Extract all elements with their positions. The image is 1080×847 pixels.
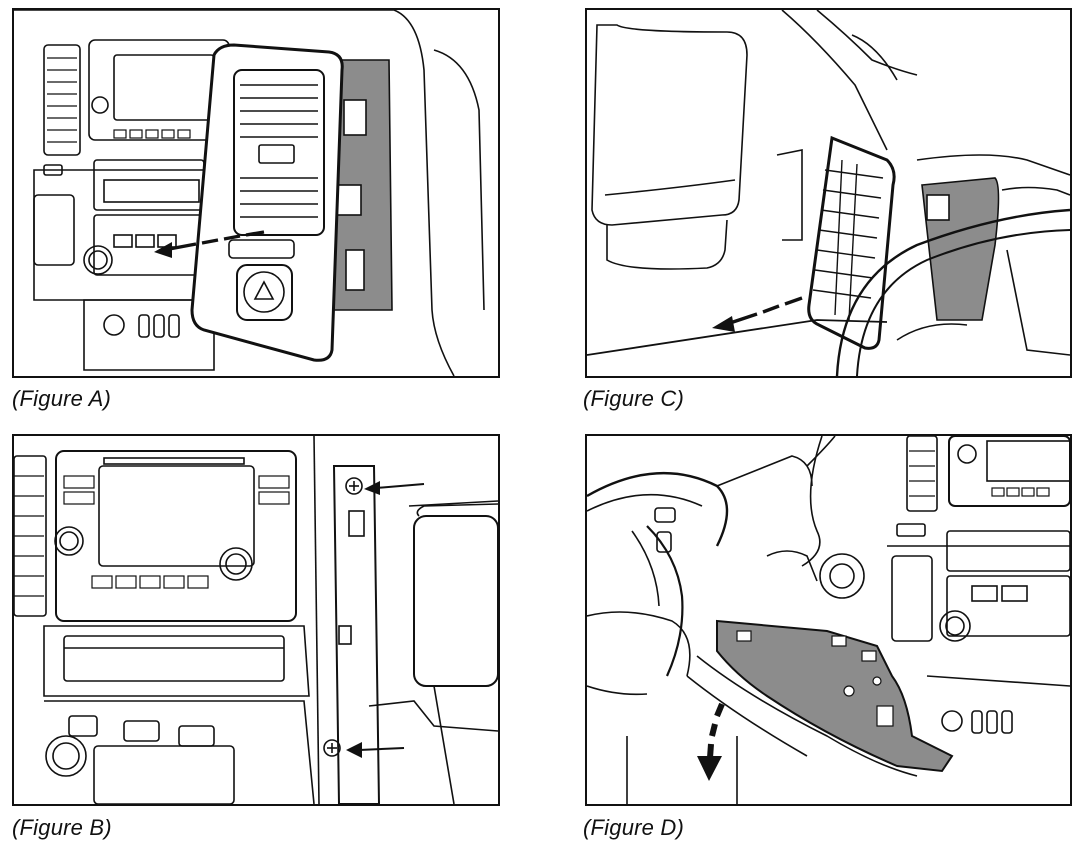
- mounting-bracket: [332, 465, 381, 804]
- steering-wheel: [835, 208, 1070, 376]
- dashed-arrow-icon: [154, 230, 265, 258]
- vent-housing: [807, 135, 896, 350]
- left-vent: [43, 44, 81, 156]
- figure-a-illustration: [12, 8, 500, 378]
- figure-b-illustration: [12, 434, 500, 806]
- figure-d-illustration: [585, 434, 1072, 806]
- figure-c-caption: (Figure C): [583, 386, 685, 411]
- lower-dash-panel: [716, 619, 954, 773]
- screw-icon: [345, 477, 363, 495]
- steering-wheel: [587, 471, 729, 547]
- trim-panel: [190, 43, 344, 362]
- center-vent: [233, 69, 325, 236]
- screw-icon: [323, 739, 341, 757]
- figure-d-caption: (Figure D): [583, 815, 685, 840]
- figure-c-illustration: [585, 8, 1072, 378]
- triangle-icon: [236, 264, 293, 321]
- dashed-arrow-icon: [697, 702, 725, 781]
- arrow-icon: [346, 742, 405, 758]
- arrow-icon: [364, 481, 425, 495]
- side-mirror: [591, 24, 748, 226]
- figure-a-caption: (Figure A): [12, 386, 111, 411]
- dashed-arrow-icon: [712, 296, 803, 332]
- figure-b-caption: (Figure B): [12, 815, 112, 840]
